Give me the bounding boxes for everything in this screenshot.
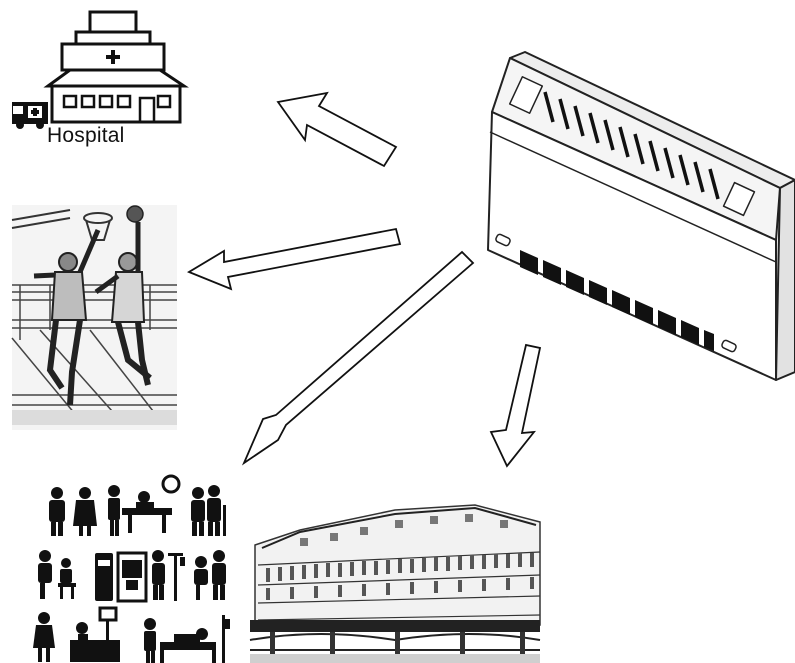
caregiver-icon xyxy=(194,550,226,600)
hospital-bed-icon xyxy=(144,615,230,663)
surgeon-icon xyxy=(108,476,179,536)
fan-coil-unit xyxy=(488,52,795,380)
historic-hotel-building-sketch xyxy=(250,505,540,663)
patient-seated-icon xyxy=(38,550,76,599)
ambulance-icon xyxy=(12,102,48,129)
arrow-to-hospital xyxy=(278,93,396,166)
ultrasound-icon xyxy=(70,608,120,662)
basketball-court-sketch xyxy=(12,205,177,430)
pharmacy-icon xyxy=(95,553,146,601)
nurse-icon xyxy=(73,487,97,536)
hospital-icon xyxy=(48,12,184,122)
healthcare-people-icons xyxy=(33,476,230,663)
arrow-to-basketball xyxy=(189,229,400,289)
arrow-to-healthcare xyxy=(244,252,473,463)
iv-drip-icon xyxy=(152,550,185,601)
hospital-label: Hospital xyxy=(47,124,124,148)
doctor-icon xyxy=(49,487,65,536)
arrow-to-building xyxy=(491,345,540,466)
nurse-standing-icon xyxy=(33,612,55,662)
elderly-care-icon xyxy=(191,485,226,536)
